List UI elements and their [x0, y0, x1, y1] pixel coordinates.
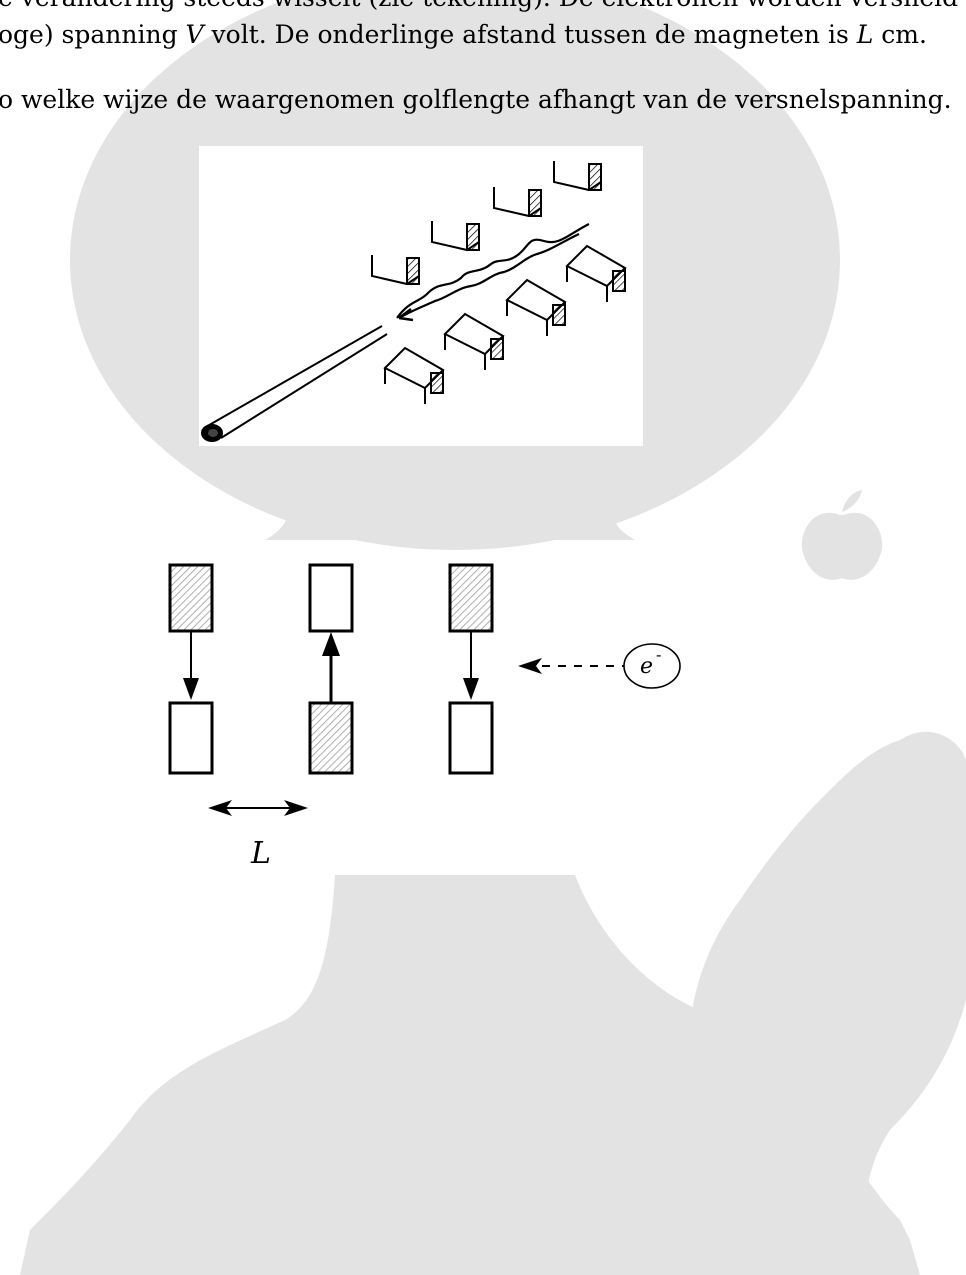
electron-indicator: [518, 643, 681, 689]
text-line-3: o welke wijze de waargenomen golflengte …: [0, 85, 952, 114]
text-line-1: e verandering steeds wisselt (zie tekeni…: [0, 0, 958, 13]
magnet-1-top: [168, 563, 214, 633]
length-label: L: [250, 836, 271, 871]
magnets-lower-row: [383, 244, 627, 404]
length-symbol: L: [856, 20, 874, 49]
field-arrow-2: [322, 632, 340, 656]
text-segment: cm.: [873, 20, 927, 49]
magnet-2-top: [308, 563, 354, 633]
illustration-svg: [201, 161, 627, 442]
magnet-1-bottom: [168, 701, 214, 775]
magnets-upper-row: [371, 161, 602, 286]
magnet-beam-illustration: [199, 146, 643, 446]
magnet-2-bottom: [308, 701, 354, 775]
watermark-apple: [801, 512, 883, 580]
electron-label: e: [640, 654, 653, 679]
watermark-pedestal-top: [265, 470, 640, 540]
text-segment: oge) spanning: [0, 20, 186, 49]
electron-charge: -: [656, 645, 661, 664]
watermark-thinker: [690, 731, 966, 1240]
length-arrow: [208, 800, 308, 816]
text-line-2: oge) spanning V volt. De onderlinge afst…: [0, 20, 927, 50]
field-arrow-1: [183, 678, 199, 700]
electron-gun: [201, 325, 388, 442]
watermark-pedestal-base: [20, 875, 920, 1275]
electron-wave: [396, 223, 590, 322]
magnet-schematic: e - L: [168, 563, 681, 871]
magnet-3-top: [448, 563, 494, 633]
magnet-3-bottom: [448, 701, 494, 775]
voltage-symbol: V: [185, 20, 204, 49]
text-segment: volt. De onderlinge afstand tussen de ma…: [203, 20, 857, 49]
field-arrow-3: [463, 678, 479, 700]
